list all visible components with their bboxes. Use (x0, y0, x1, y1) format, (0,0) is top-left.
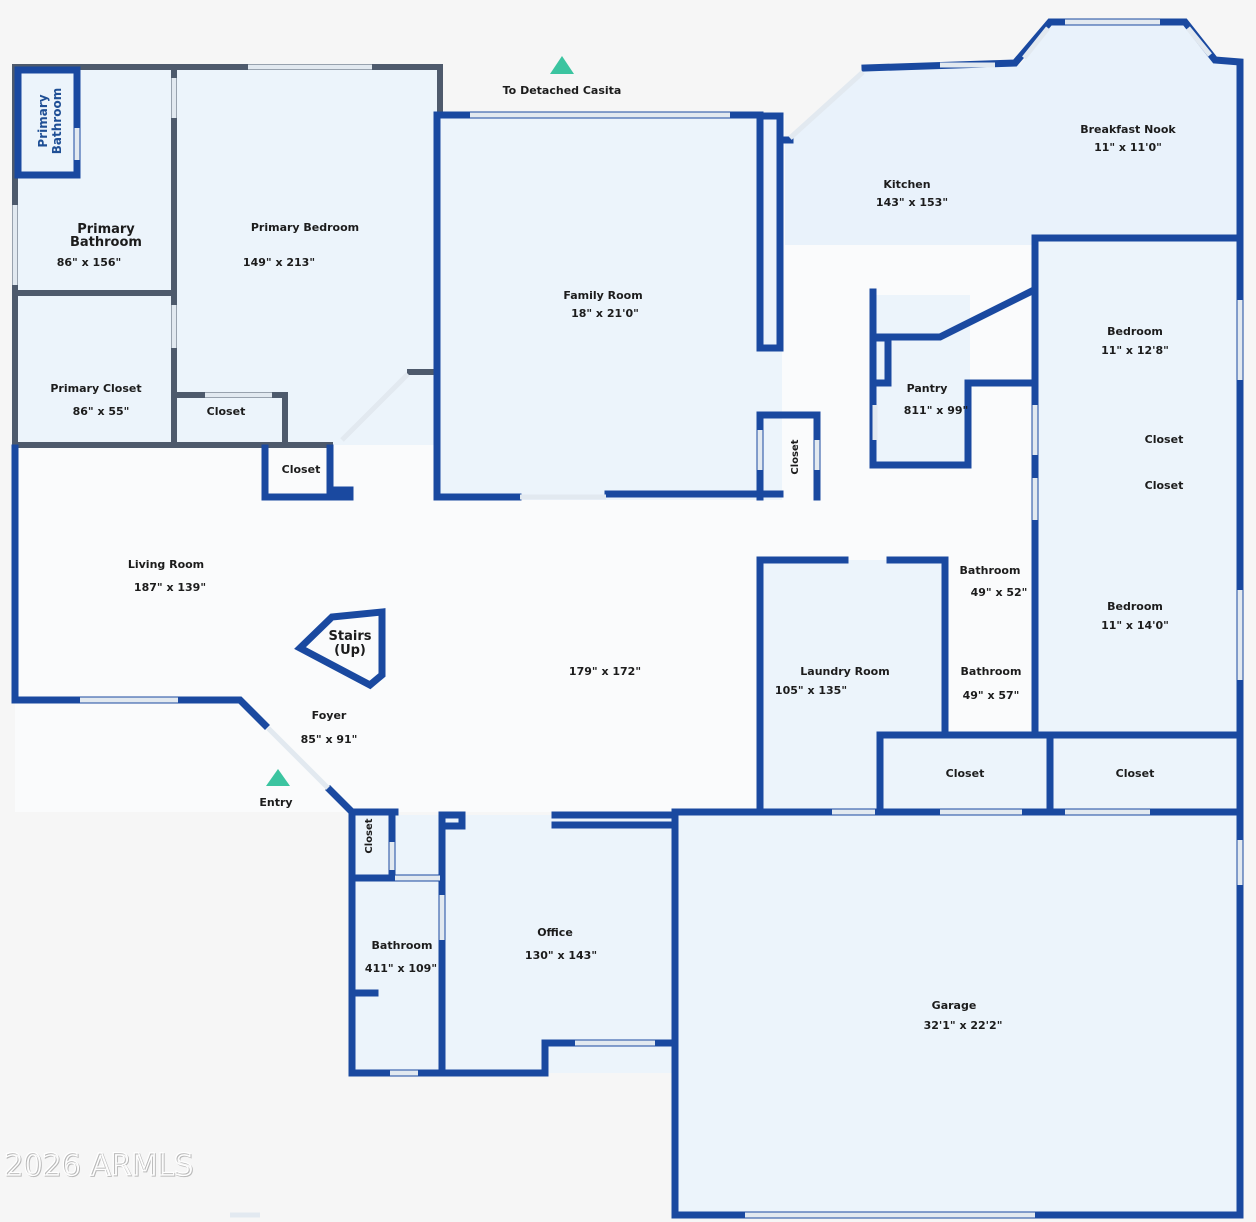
closet-laundry-2-name: Closet (1116, 767, 1155, 780)
casita-label: To Detached Casita (503, 84, 622, 97)
bathroom-lower-name: Bathroom (961, 665, 1022, 678)
primary-bathroom-name-1: Primary (77, 222, 135, 237)
closet-bed-1-name: Closet (1145, 433, 1184, 446)
bedroom-lower-dims: 11" x 14'0" (1101, 619, 1169, 632)
breakfast-nook-name: Breakfast Nook (1080, 123, 1176, 136)
primary-bathroom-small-line-2: Bathroom (50, 88, 64, 154)
primary-bathroom-small-label: Primary Bathroom (36, 88, 64, 154)
breakfast-nook-dims: 11" x 11'0" (1094, 141, 1162, 154)
primary-bedroom-dims: 149" x 213" (243, 256, 315, 269)
closet-laundry-1-name: Closet (946, 767, 985, 780)
primary-closet-name: Primary Closet (50, 382, 141, 395)
closet-family-name: Closet (790, 439, 801, 474)
windows (80, 19, 1243, 1218)
stairs-label-2: (Up) (334, 643, 366, 658)
primary-suite-walls (12, 64, 443, 448)
closet-hall-name: Closet (282, 463, 321, 476)
watermark-shadow: 2026 ARMLS (5, 1149, 194, 1184)
kitchen-dims: 143" x 153" (876, 196, 948, 209)
room-fills (15, 20, 1240, 1215)
garage-dims: 32'1" x 22'2" (924, 1019, 1003, 1032)
foyer-dims: 85" x 91" (301, 733, 358, 746)
laundry-room-name: Laundry Room (800, 665, 889, 678)
casita-marker-icon (550, 56, 574, 74)
office-name: Office (537, 926, 573, 939)
stairs-label-1: Stairs (329, 629, 372, 644)
kitchen-name: Kitchen (883, 178, 930, 191)
closet-bed-2-name: Closet (1145, 479, 1184, 492)
bathroom-upper-dims: 49" x 52" (971, 586, 1028, 599)
living-room-dims: 187" x 139" (134, 581, 206, 594)
bedroom-upper-dims: 11" x 12'8" (1101, 344, 1169, 357)
primary-bathroom-dims: 86" x 156" (57, 256, 122, 269)
pantry-dims: 811" x 99" (904, 404, 969, 417)
center-area-dims: 179" x 172" (569, 665, 641, 678)
office-dims: 130" x 143" (525, 949, 597, 962)
laundry-room-dims: 105" x 135" (775, 684, 847, 697)
watermark: 2026 ARMLS (4, 1148, 193, 1183)
bathroom-lower-dims: 49" x 57" (963, 689, 1020, 702)
bathroom-entry-dims: 411" x 109" (365, 962, 437, 975)
primary-closet-dims: 86" x 55" (73, 405, 130, 418)
foyer-name: Foyer (312, 709, 347, 722)
primary-suite-windows (12, 64, 410, 442)
living-room-name: Living Room (128, 558, 204, 571)
bathroom-entry-name: Bathroom (372, 939, 433, 952)
primary-bedroom-name: Primary Bedroom (251, 221, 359, 234)
garage-name: Garage (932, 999, 977, 1012)
entry-label: Entry (259, 796, 292, 809)
bathroom-upper-name: Bathroom (960, 564, 1021, 577)
entry-marker-icon (266, 769, 290, 786)
primary-bath-walls (14, 66, 81, 179)
pantry-name: Pantry (907, 382, 948, 395)
family-room-name: Family Room (563, 289, 642, 302)
family-room-dims: 18" x 21'0" (571, 307, 639, 320)
primary-bathroom-name-2: Bathroom (70, 235, 142, 250)
room-labels: To Detached Casita Entry Primary Bathroo… (36, 84, 1183, 1032)
primary-bathroom-small-line-1: Primary (36, 94, 50, 147)
closet-primary-name: Closet (207, 405, 246, 418)
bedroom-lower-name: Bedroom (1107, 600, 1163, 613)
closet-entry-name: Closet (364, 818, 375, 853)
bedroom-upper-name: Bedroom (1107, 325, 1163, 338)
